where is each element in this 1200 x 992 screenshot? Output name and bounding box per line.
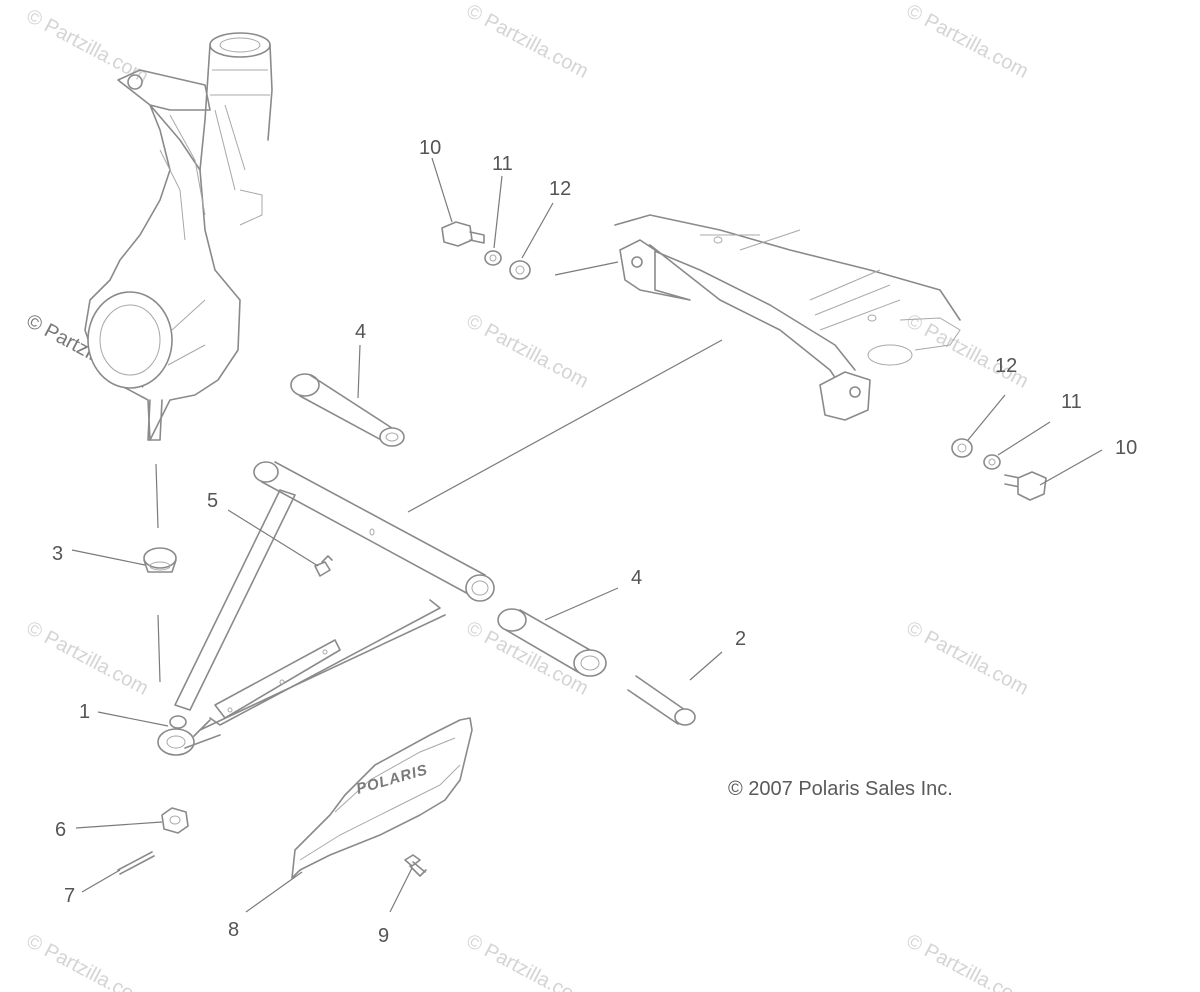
callout-7: 7 xyxy=(64,885,75,907)
callout-10-top: 10 xyxy=(419,137,441,159)
callout-9: 9 xyxy=(378,925,389,947)
a-arm xyxy=(157,461,495,756)
castle-nut xyxy=(161,807,189,834)
callout-5: 5 xyxy=(207,490,218,512)
callout-4-top: 4 xyxy=(355,321,366,343)
callouts: 10 11 12 4 12 11 10 5 3 4 2 1 6 7 8 9 xyxy=(52,137,1137,947)
lower-pivot-bushing xyxy=(497,608,607,677)
watermark: © Partzilla.com xyxy=(463,930,592,992)
leader-lines xyxy=(71,157,1103,913)
steering-knuckle xyxy=(84,32,273,441)
upper-pivot-bushing xyxy=(290,373,405,447)
watermark: © Partzilla.com xyxy=(903,617,1032,700)
cotter-pin xyxy=(117,851,155,875)
callout-2: 2 xyxy=(735,628,746,650)
callout-11-right: 11 xyxy=(1061,391,1082,413)
callout-3: 3 xyxy=(52,543,63,565)
grease-fitting xyxy=(314,555,333,577)
callout-12-top: 12 xyxy=(549,178,571,200)
watermark: © Partzilla.com xyxy=(903,0,1032,83)
upper-left-hardware xyxy=(441,221,531,280)
watermark: © Partzilla.com xyxy=(23,930,152,992)
callout-12-right: 12 xyxy=(995,355,1017,377)
upper-right-hardware xyxy=(951,438,1047,501)
callout-1: 1 xyxy=(79,701,90,723)
callout-8: 8 xyxy=(228,919,239,941)
watermark: © Partzilla.com xyxy=(23,617,152,700)
watermark: © Partzilla.com xyxy=(463,0,592,83)
watermark: © Partzilla.com xyxy=(463,617,592,700)
guard-bolt xyxy=(404,854,427,877)
frame-section xyxy=(614,214,961,421)
pivot-shaft xyxy=(627,675,696,726)
callout-10-right: 10 xyxy=(1115,437,1137,459)
copyright-notice: © 2007 Polaris Sales Inc. xyxy=(728,778,953,800)
watermark: © Partzilla.com xyxy=(903,930,1032,992)
watermark-layer: © Partzilla.com © Partzilla.com © Partzi… xyxy=(23,0,1032,992)
watermark: © Partzilla.com xyxy=(463,310,592,393)
callout-6: 6 xyxy=(55,819,66,841)
watermark: © Partzilla.com xyxy=(903,310,1032,393)
callout-11-top: 11 xyxy=(492,153,513,175)
a-arm-guard: POLARIS xyxy=(291,717,473,879)
callout-4-mid: 4 xyxy=(631,567,642,589)
dust-cap xyxy=(143,547,177,573)
